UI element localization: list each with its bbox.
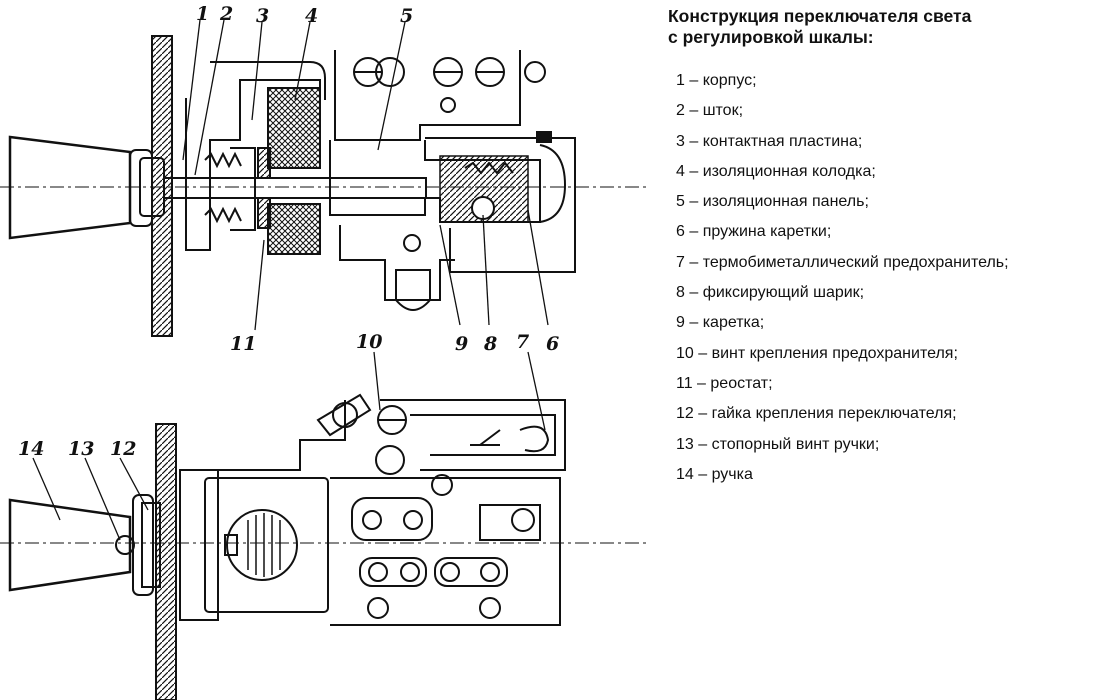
parts-list-item: 1 – корпус; bbox=[676, 72, 757, 89]
callout-2: 2 bbox=[219, 3, 233, 25]
set-screw bbox=[115, 535, 135, 555]
callout-9: 9 bbox=[455, 333, 468, 355]
callout-7: 7 bbox=[516, 331, 529, 353]
legend-title-line-2: с регулировкой шкалы: bbox=[668, 27, 874, 47]
top-view bbox=[0, 393, 650, 700]
callout-13: 13 bbox=[68, 438, 94, 460]
handle-top bbox=[8, 498, 132, 592]
switch-drawing: 1 2 3 4 5 11 9 8 6 10 7 14 13 12 bbox=[0, 3, 650, 700]
parts-list-item: 3 – контактная пластина; bbox=[676, 132, 863, 150]
callouts: 1 2 3 4 5 11 9 8 6 10 7 14 13 12 bbox=[18, 3, 559, 460]
panel-top bbox=[155, 423, 177, 700]
housing bbox=[185, 79, 321, 251]
parts-list-item: 11 – реостат; bbox=[676, 374, 773, 392]
callout-4: 4 bbox=[305, 5, 318, 27]
callout-3: 3 bbox=[256, 5, 269, 27]
panel-section bbox=[151, 35, 173, 337]
parts-list-item: 5 – изоляционная панель; bbox=[676, 193, 869, 211]
parts-list-item: 13 – стопорный винт ручки; bbox=[676, 435, 880, 453]
parts-list-item: 10 – винт крепления предохранителя; bbox=[676, 344, 958, 362]
callout-10: 10 bbox=[356, 331, 382, 353]
parts-list-item: 7 – термобиметаллический предохранитель; bbox=[676, 253, 1009, 271]
legend: Конструкция переключателя света с регули… bbox=[668, 6, 1093, 490]
callout-14: 14 bbox=[18, 438, 44, 460]
parts-list-item: 2 – шток; bbox=[676, 102, 744, 120]
parts-list-item: 14 – ручка bbox=[676, 465, 753, 483]
legend-title-line-1: Конструкция переключателя света bbox=[668, 6, 972, 26]
parts-list-item: 8 – фиксирующий шарик; bbox=[676, 284, 865, 302]
callout-6: 6 bbox=[546, 333, 559, 355]
parts-list-item: 12 – гайка крепления переключателя; bbox=[676, 405, 957, 423]
insulating-block bbox=[267, 87, 321, 169]
parts-list-item: 4 – изоляционная колодка; bbox=[676, 162, 876, 180]
parts-list: 1 – корпус; 2 – шток; 3 – контактная пла… bbox=[668, 66, 1093, 490]
section-view bbox=[0, 35, 650, 337]
shaft bbox=[163, 177, 427, 199]
callout-12: 12 bbox=[110, 438, 136, 460]
parts-list-item: 6 – пружина каретки; bbox=[676, 223, 832, 241]
callout-8: 8 bbox=[483, 333, 497, 355]
nut-top bbox=[132, 494, 154, 596]
legend-title: Конструкция переключателя света с регули… bbox=[668, 6, 1093, 48]
parts-list-item: 9 – каретка; bbox=[676, 314, 765, 332]
callout-11: 11 bbox=[230, 333, 256, 355]
leader-lines bbox=[32, 19, 549, 541]
callout-5: 5 bbox=[400, 5, 413, 27]
callout-1: 1 bbox=[196, 3, 209, 25]
